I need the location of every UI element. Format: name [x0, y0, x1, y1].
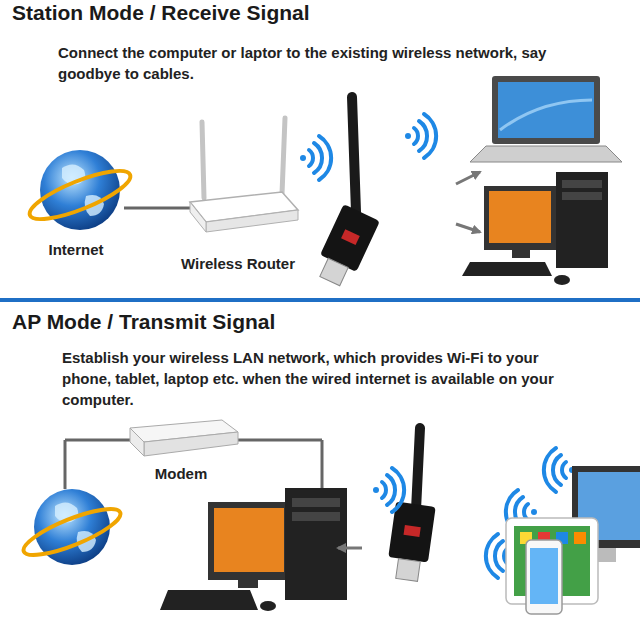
wifi-symbol — [373, 468, 404, 512]
modem-node: Modem — [124, 418, 238, 484]
usb-wifi-adapter — [388, 428, 435, 581]
section-description: Connect the computer or laptor to the ex… — [58, 42, 598, 84]
signal-arrow — [456, 172, 480, 184]
internet-node: Internet — [28, 142, 124, 260]
mode-band: Station Mode / Receive SignalConnect the… — [0, 0, 640, 298]
router-node: Wireless Router — [170, 140, 306, 274]
usb-wifi-adapter — [320, 97, 380, 286]
modem-icon — [65, 420, 322, 489]
phone-icon — [526, 540, 562, 614]
globe-icon — [19, 489, 125, 565]
section-heading: AP Mode / Transmit Signal — [12, 309, 275, 335]
section-divider — [0, 298, 640, 302]
node-label: Modem — [153, 464, 210, 484]
globe-icon — [25, 150, 136, 230]
node-label: Wireless Router — [179, 254, 297, 274]
signal-arrow — [456, 224, 480, 232]
wifi-symbol — [300, 136, 331, 180]
section-description: Establish your wireless LAN network, whi… — [62, 347, 582, 410]
wifi-symbol — [544, 448, 575, 492]
node-label: Internet — [46, 240, 105, 260]
tablet-icon — [506, 518, 598, 604]
laptop-icon — [470, 76, 622, 162]
mode-band: AP Mode / Transmit SignalEstablish your … — [0, 303, 640, 624]
signal-arrow — [338, 547, 362, 550]
section-heading: Station Mode / Receive Signal — [12, 0, 310, 26]
router-icon — [190, 118, 298, 232]
desktop-computer-icon — [462, 172, 608, 285]
desktop-computer-icon — [160, 488, 347, 611]
wifi-symbol — [405, 114, 436, 158]
connector-line — [124, 207, 170, 210]
